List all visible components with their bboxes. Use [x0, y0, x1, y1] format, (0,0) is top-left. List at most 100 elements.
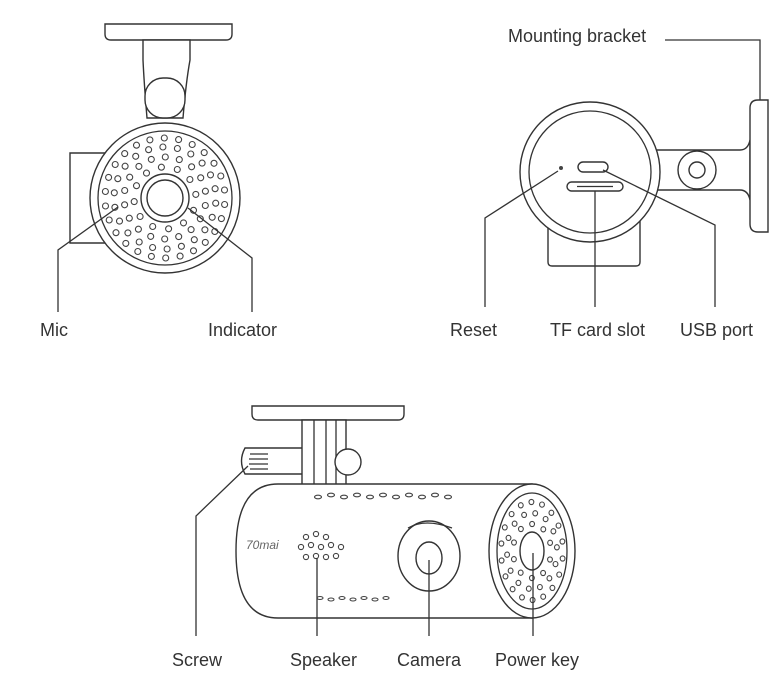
mic-hole — [134, 247, 142, 256]
endcap-hole — [517, 502, 524, 509]
mic-hole — [101, 187, 109, 196]
mic-hole — [198, 159, 206, 167]
mic-hole — [142, 169, 151, 177]
camera-lens-rim — [407, 522, 453, 529]
top-vent — [443, 494, 453, 500]
endcap-hole — [501, 524, 508, 531]
mic-hole — [197, 174, 205, 182]
mic-hole — [190, 236, 198, 244]
bottom-vent — [371, 597, 379, 602]
mic-hole — [201, 238, 209, 246]
mic-hole — [186, 175, 194, 184]
mic-hole — [163, 245, 171, 253]
mic-hole — [126, 173, 134, 181]
speaker-holes — [297, 530, 345, 561]
screw-leader-line — [195, 465, 249, 636]
mic-hole — [159, 143, 167, 151]
front-face-ring — [97, 130, 233, 266]
top-vent — [313, 494, 323, 500]
mic-hole — [114, 175, 122, 183]
bottom-vent — [349, 597, 357, 602]
mic-hole — [121, 186, 129, 195]
speaker-hole — [322, 553, 330, 561]
tf-card-slot-label: TF card slot — [550, 320, 645, 340]
endcap-hole — [559, 555, 566, 562]
endcap-hole — [525, 585, 532, 592]
mic-hole — [210, 159, 218, 167]
side-bracket-knob — [334, 448, 362, 476]
brand-logo-text: 70mai — [246, 538, 279, 552]
speaker-hole — [312, 530, 320, 538]
mic-hole — [132, 182, 141, 190]
top-vents — [313, 492, 453, 500]
endcap-hole — [542, 515, 549, 523]
mic-hole — [217, 215, 225, 223]
endcap-hole — [547, 556, 553, 563]
mic-hole — [110, 189, 118, 197]
mic-hole — [132, 141, 141, 149]
mic-hole — [149, 243, 157, 252]
speaker-label: Speaker — [290, 650, 357, 670]
indicator-leader-line — [187, 207, 253, 312]
endcap-hole — [507, 567, 514, 574]
mic-hole — [160, 134, 168, 142]
mic-hole — [136, 212, 144, 221]
bottom-vents — [316, 595, 390, 602]
endcap-hole — [559, 538, 566, 545]
mic-hole — [111, 160, 119, 169]
endcap-hole — [546, 575, 553, 582]
endcap-hole — [549, 584, 556, 592]
back-bracket-plate — [749, 99, 769, 233]
endcap-hole — [540, 569, 547, 577]
mic-hole — [189, 247, 198, 255]
endcap-hole — [556, 571, 563, 578]
power-key — [519, 531, 545, 571]
mic-hole — [217, 172, 225, 180]
endcap-hole — [548, 509, 555, 516]
top-vent — [430, 492, 440, 498]
mic-hole — [122, 239, 130, 247]
mic-hole — [175, 156, 183, 164]
mic-hole — [212, 199, 220, 207]
screw-label: Screw — [172, 650, 223, 670]
endcap-hole — [540, 526, 547, 533]
bottom-vent — [360, 595, 368, 601]
speaker-hole — [327, 541, 335, 549]
front-bracket-plate — [104, 23, 233, 41]
endcap-hole — [517, 569, 524, 576]
mic-hole — [201, 226, 209, 234]
mic-hole — [201, 201, 209, 210]
endcap-hole — [509, 586, 516, 593]
top-vent — [404, 492, 414, 498]
endcap-hole — [539, 501, 545, 508]
endcap-hole — [519, 594, 525, 601]
mic-hole — [201, 187, 209, 195]
mic-hole — [165, 225, 173, 233]
front-view: Mic Indicator — [40, 23, 277, 340]
endcap-hole — [529, 520, 536, 528]
back-face-ring — [528, 110, 652, 234]
endcap-hole — [552, 560, 559, 568]
usb-port-label: USB port — [680, 320, 753, 340]
front-mic-holes — [101, 134, 229, 262]
speaker-hole — [297, 543, 305, 551]
mic-hole — [175, 136, 183, 144]
mic-hole — [177, 242, 185, 250]
endcap-hole — [536, 583, 543, 591]
mic-hole — [121, 201, 129, 209]
speaker-hole — [307, 541, 315, 549]
mic-hole — [188, 140, 196, 149]
mounting-bracket-leader-line — [665, 39, 761, 100]
top-vent — [417, 494, 427, 500]
mic-hole — [135, 162, 143, 170]
bottom-vent — [327, 597, 335, 602]
mic-hole — [147, 232, 155, 240]
mic-hole — [105, 173, 113, 181]
mic-hole — [196, 215, 204, 223]
mic-hole — [130, 198, 138, 206]
mic-hole — [105, 216, 113, 224]
top-vent — [378, 492, 388, 498]
mic-hole — [146, 136, 154, 144]
mic-hole — [187, 150, 195, 158]
mic-hole — [161, 235, 169, 243]
